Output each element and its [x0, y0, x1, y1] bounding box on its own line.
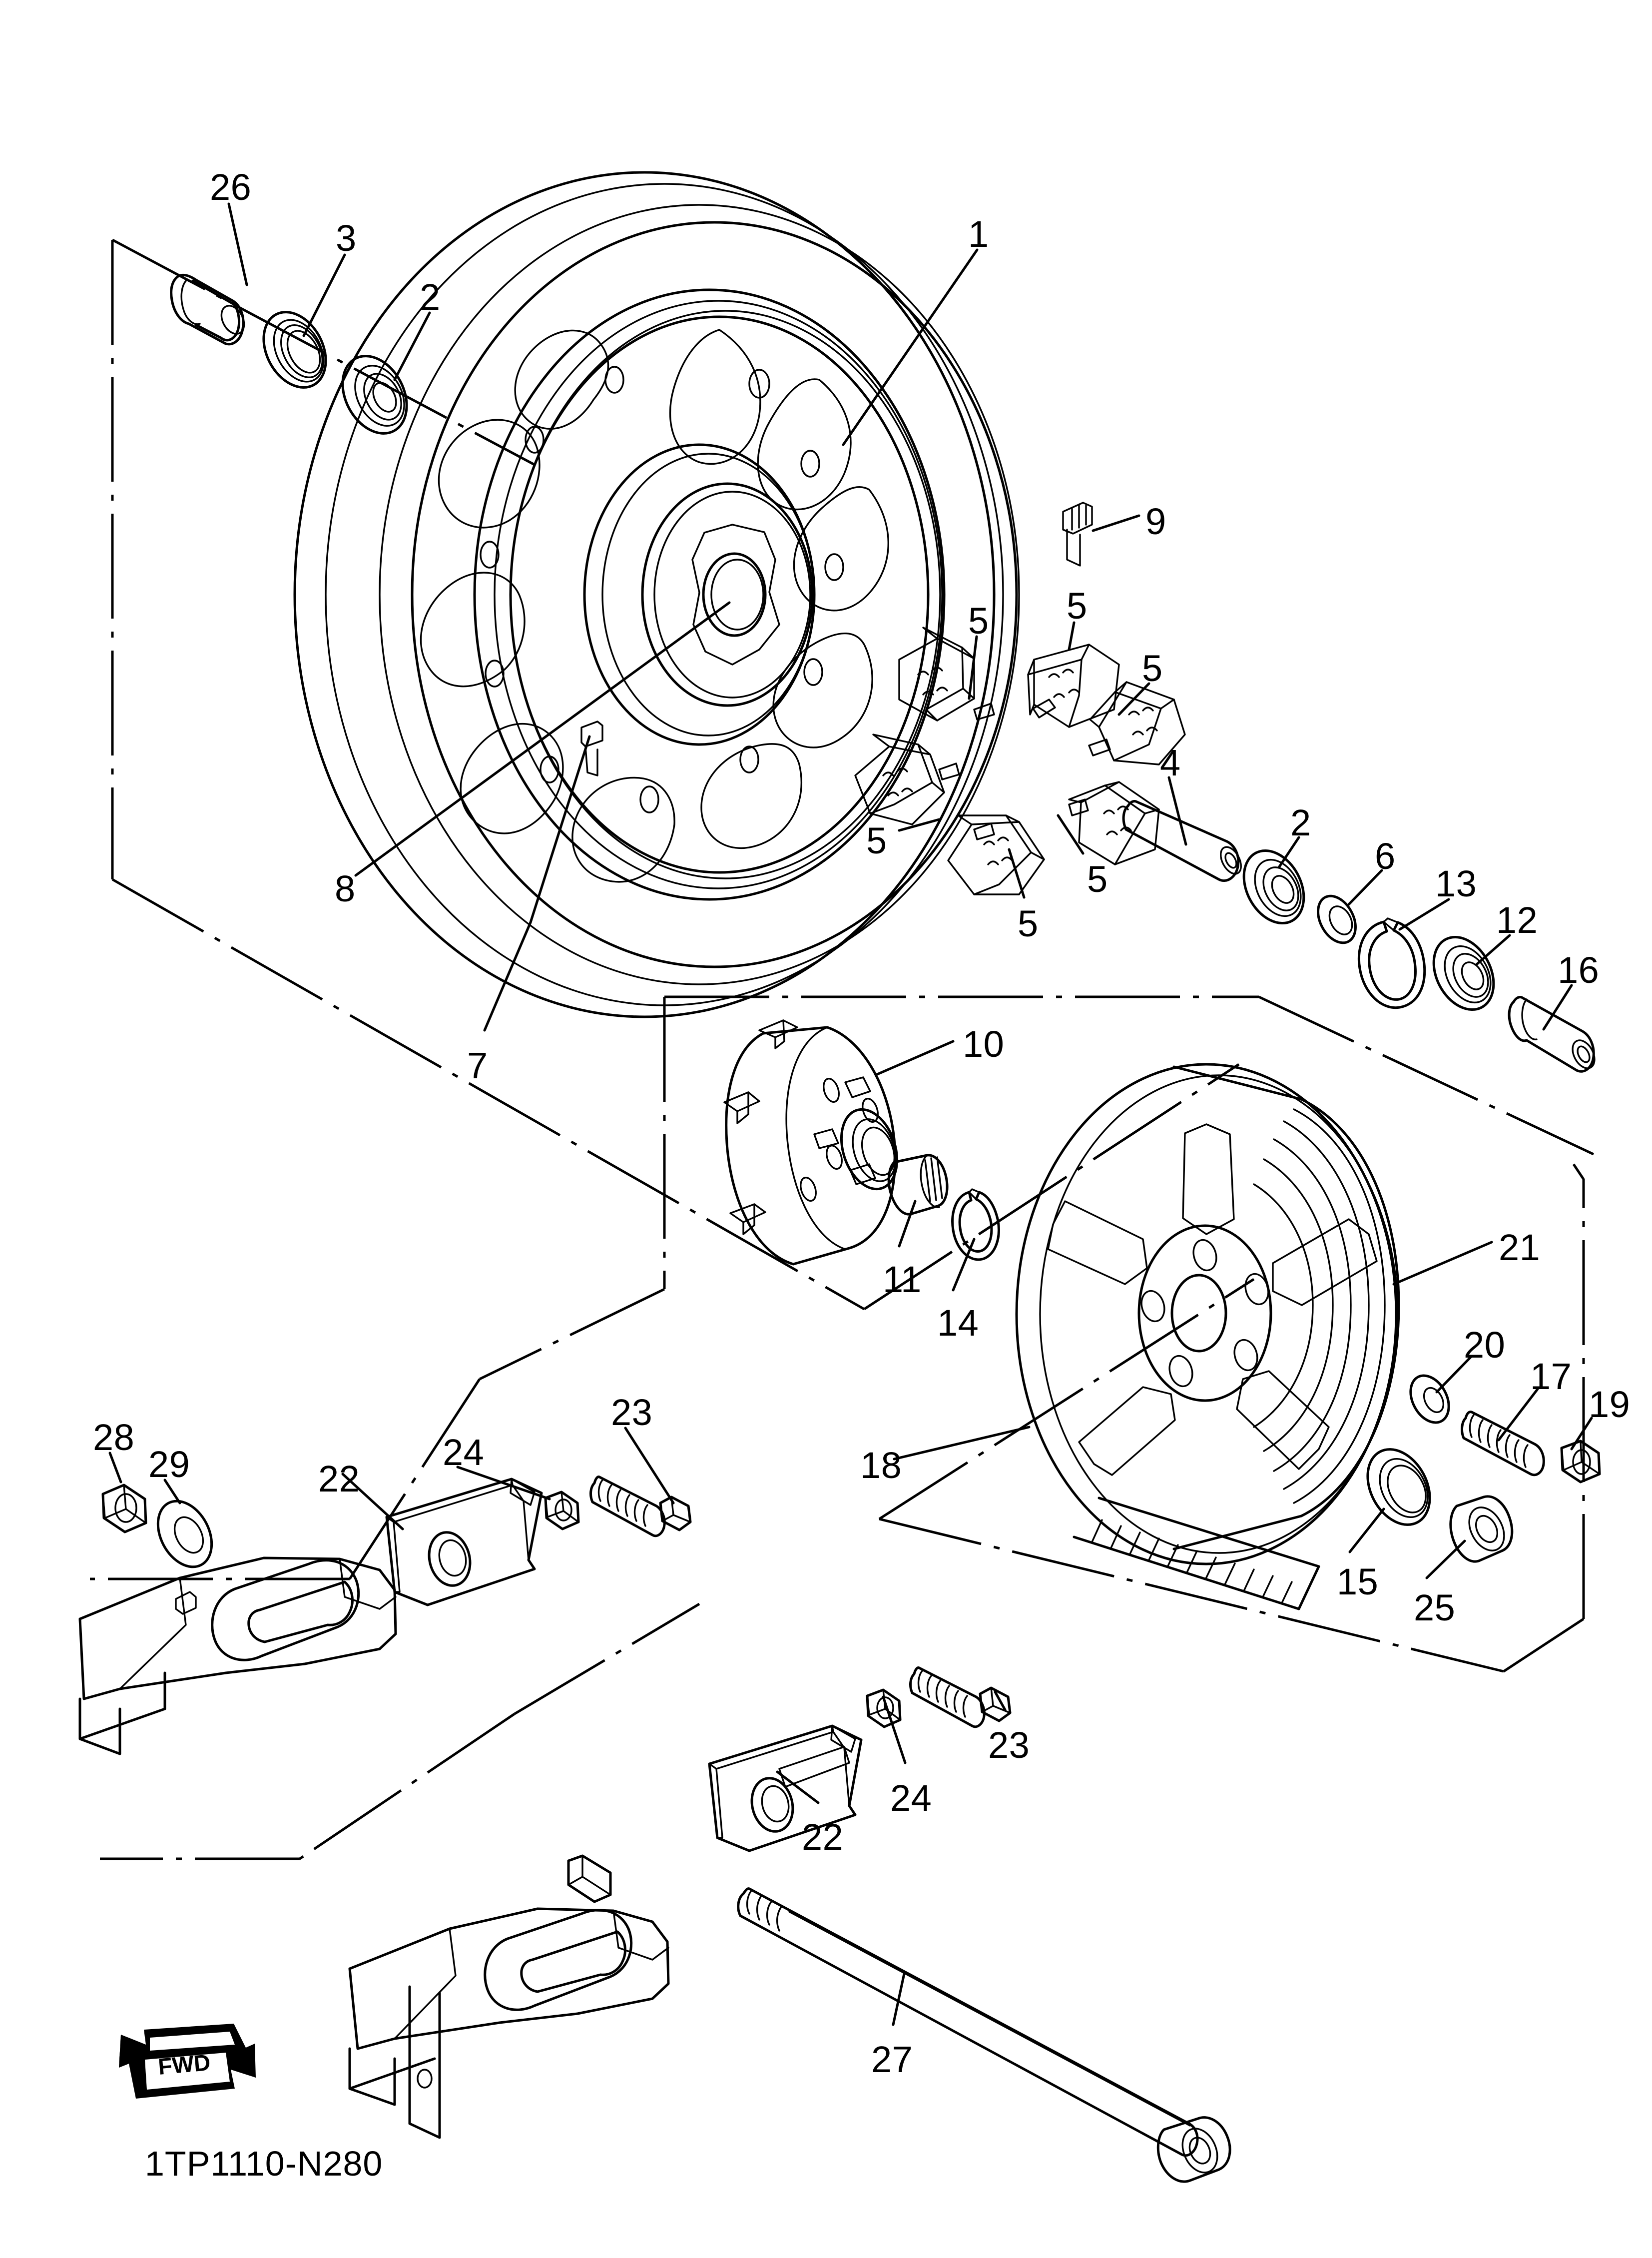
leader-lines: [108, 202, 1593, 2026]
nut-24-left: [544, 1491, 580, 1530]
callout-14: 14: [937, 1302, 979, 1344]
callout-5b: 5: [1067, 585, 1088, 627]
callout-10: 10: [963, 1023, 1005, 1065]
bearing-2-left: [341, 355, 408, 435]
fwd-arrow-label: FWD: [157, 2049, 211, 2080]
chain-puller-22-right: [708, 1724, 863, 1852]
callout-13: 13: [1435, 863, 1477, 904]
callout-9: 9: [1145, 501, 1166, 542]
callout-8: 8: [335, 868, 356, 909]
tire-and-cast-wheel: [293, 171, 1093, 1018]
callout-5f: 5: [1018, 903, 1039, 944]
callout-28: 28: [93, 1417, 135, 1458]
callout-6: 6: [1375, 835, 1396, 877]
callout-18: 18: [860, 1445, 902, 1486]
needle-bearing-11: [887, 1154, 949, 1216]
collar-4: [1122, 800, 1242, 882]
swingarm-left-assembly: [78, 1476, 692, 1755]
sprocket-fasteners: [1366, 1374, 1601, 1563]
oil-seal-3: [262, 311, 327, 389]
callout-5c: 5: [1142, 648, 1163, 689]
callout-16: 16: [1558, 949, 1600, 991]
callout-22a: 22: [318, 1458, 360, 1500]
callout-29: 29: [148, 1444, 190, 1485]
callout-24a: 24: [443, 1432, 485, 1473]
callout-23b: 23: [988, 1724, 1030, 1766]
callout-22b: 22: [802, 1816, 844, 1858]
callout-23a: 23: [611, 1392, 653, 1433]
chain-puller-22-left: [385, 1478, 543, 1606]
callout-21: 21: [1499, 1227, 1541, 1268]
callout-27: 27: [871, 2039, 913, 2080]
rear-wheel-sprocket-assembly: [1015, 1063, 1400, 1610]
callout-24b: 24: [890, 1777, 932, 1819]
callout-3: 3: [336, 217, 357, 259]
right-bearing-stack: [1122, 800, 1596, 1073]
damper-cluster: [854, 627, 1186, 895]
bearing-12: [1432, 935, 1495, 1011]
collar-26: [170, 273, 245, 346]
valve-stem-part: [1062, 502, 1093, 567]
callout-25: 25: [1414, 1587, 1456, 1628]
adjusting-bolt-23-right: [909, 1666, 1012, 1728]
diagram-code: 1TP1110-N280: [145, 2144, 383, 2183]
callout-26: 26: [210, 166, 252, 208]
callout-5e: 5: [1087, 858, 1108, 900]
stud-bolt-17: [1461, 1411, 1545, 1477]
callout-12: 12: [1496, 899, 1538, 941]
callout-20: 20: [1464, 1324, 1506, 1366]
collar-16: [1508, 996, 1596, 1073]
nut-24-right: [866, 1688, 902, 1728]
wheel-axle-27: [737, 1887, 1231, 2183]
callout-1: 1: [968, 213, 989, 255]
callout-5d: 5: [866, 820, 887, 861]
callout-17: 17: [1530, 1356, 1572, 1397]
left-bearing-stack: [170, 273, 408, 435]
valve-stem-on-wheel: [580, 721, 603, 776]
callout-15: 15: [1337, 1561, 1379, 1602]
oil-seal-15: [1366, 1448, 1431, 1526]
bearing-2-right: [1242, 849, 1305, 925]
circlip-14: [951, 1188, 1000, 1261]
washer-20: [1409, 1374, 1450, 1424]
callout-2a: 2: [420, 276, 441, 318]
callout-19: 19: [1589, 1384, 1631, 1425]
collar-25: [1449, 1495, 1514, 1563]
callout-2b: 2: [1290, 802, 1311, 843]
clutch-hub-assembly: [723, 1019, 1000, 1266]
fwd-arrow: FWD: [119, 2024, 256, 2099]
swingarm-right-assembly: [348, 1666, 1231, 2183]
nut-28: [101, 1484, 147, 1533]
spacer-6: [1317, 894, 1357, 944]
group-boundary-lines: [90, 238, 1595, 1860]
adjusting-bolt-23-left: [589, 1476, 692, 1537]
washer-29: [156, 1500, 213, 1568]
callout-11: 11: [883, 1259, 922, 1300]
clutch-hub-10: [723, 1019, 899, 1266]
callout-7: 7: [467, 1045, 488, 1086]
circlip-13: [1357, 917, 1426, 1009]
callout-5a: 5: [968, 600, 989, 642]
callout-4: 4: [1160, 742, 1181, 783]
nut-19: [1560, 1440, 1601, 1484]
